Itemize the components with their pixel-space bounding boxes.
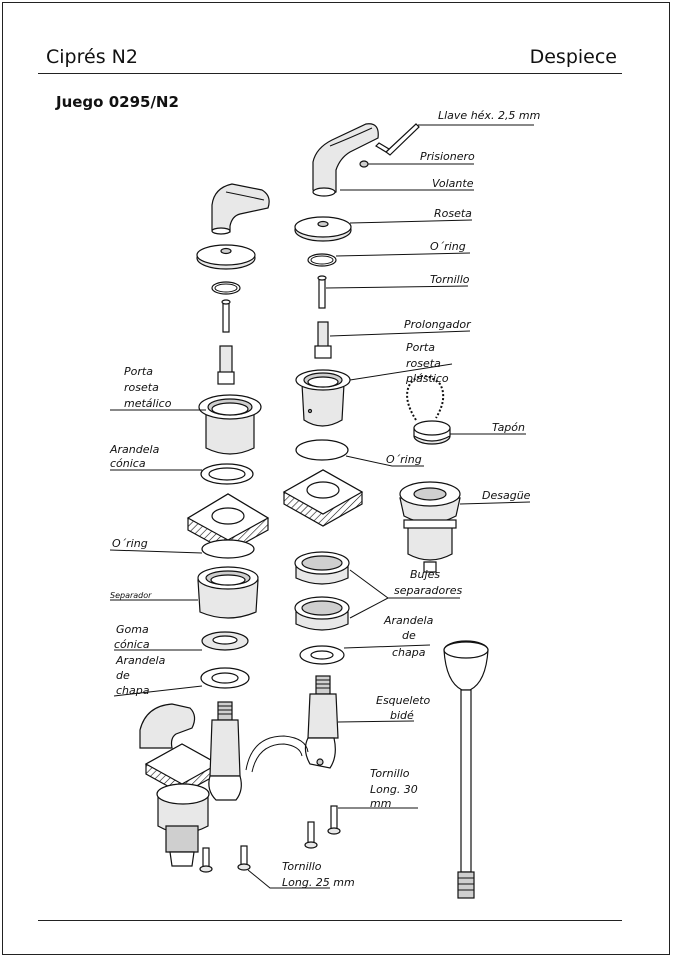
- separator-part: [197, 566, 259, 619]
- leader-lines: [109, 124, 534, 889]
- label-sheet-washer-left-1: Arandela: [115, 654, 166, 667]
- right-square-plate-part: [282, 469, 364, 527]
- label-conical-washer-1: Arandela: [109, 443, 160, 456]
- section-title: Despiece: [529, 46, 617, 68]
- plug-chain-part: [406, 375, 451, 445]
- label-separator: Separador: [110, 591, 152, 600]
- bidet-valve-body-part: [304, 675, 339, 769]
- footer-rule: [38, 920, 622, 921]
- left-extension-part: [217, 345, 235, 385]
- conical-washer-part: [200, 463, 254, 485]
- left-screw-part: [221, 299, 231, 333]
- label-screw: Tornillo: [430, 273, 470, 286]
- right-sheet-washer-part: [299, 645, 345, 665]
- set-screw-part: [359, 160, 369, 168]
- label-hex-key: Llave héx. 2,5 mm: [438, 109, 540, 122]
- label-bushings-2: separadores: [394, 584, 462, 597]
- label-oring-top: O´ring: [430, 240, 466, 253]
- label-sheet-washer-right-1: Arandela: [383, 614, 434, 627]
- label-screw30-2: Long. 30: [370, 783, 418, 796]
- right-oring-part: [295, 439, 349, 461]
- label-sheet-washer-right-2: de: [402, 629, 416, 642]
- label-rubber-1: Goma: [116, 623, 149, 636]
- label-sheet-washer-left-2: de: [116, 669, 130, 682]
- document-title: Ciprés N2: [46, 46, 138, 68]
- label-drain: Desagüe: [482, 489, 531, 502]
- left-roseta-part: [196, 244, 256, 270]
- left-handle-part: [211, 183, 270, 235]
- metal-rosette-holder-part: [198, 394, 262, 455]
- label-valve-body-2: bidé: [390, 709, 414, 722]
- label-metal-holder-1: Porta: [124, 365, 153, 378]
- connecting-hose-part: [245, 735, 309, 771]
- assembled-valve-part: [139, 701, 242, 867]
- screw-25mm-right-part: [237, 845, 251, 871]
- label-handle: Volante: [432, 177, 474, 190]
- label-screw30-1: Tornillo: [370, 767, 410, 780]
- assembly-code: Juego 0295/N2: [56, 93, 179, 111]
- screw-30mm-left-part: [304, 821, 318, 849]
- label-plug: Tapón: [492, 421, 525, 434]
- spacer-bushing-1-part: [294, 551, 350, 585]
- label-plastic-holder-3: plástico: [405, 372, 449, 385]
- label-oring-left: O´ring: [112, 537, 148, 550]
- screw-30mm-right-part: [327, 805, 341, 835]
- drain-part: [399, 481, 461, 573]
- right-screw-part: [317, 275, 327, 309]
- label-metal-holder-2: roseta: [124, 381, 159, 394]
- label-sheet-washer-right-3: chapa: [392, 646, 426, 659]
- right-handle-part: [312, 123, 379, 197]
- spacer-bushing-2-part: [294, 596, 350, 631]
- label-bushings-1: Bujes: [410, 568, 440, 581]
- plastic-rosette-holder-part: [295, 369, 351, 427]
- label-screw25-1: Tornillo: [282, 860, 322, 873]
- label-conical-washer-2: cónica: [110, 457, 146, 470]
- right-roseta-part: [294, 216, 352, 242]
- label-plastic-holder-1: Porta: [406, 341, 435, 354]
- conical-rubber-part: [201, 631, 249, 651]
- left-sheet-washer-part: [200, 667, 250, 689]
- label-valve-body-1: Esqueleto: [376, 694, 431, 707]
- right-extension-part: [314, 321, 332, 359]
- label-set-screw: Prisionero: [420, 150, 475, 163]
- screw-25mm-left-part: [199, 847, 213, 873]
- drain-rod-part: [443, 640, 489, 899]
- part-labels: Llave héx. 2,5 mm Prisionero Volante Ros…: [109, 109, 540, 889]
- hex-key-part: [375, 123, 420, 156]
- label-rosette: Roseta: [434, 207, 472, 220]
- label-extension: Prolongador: [404, 318, 472, 331]
- left-square-plate-part: [186, 493, 270, 553]
- header-rule: [38, 73, 622, 74]
- label-metal-holder-3: metálico: [124, 397, 172, 410]
- label-sheet-washer-left-3: chapa: [116, 684, 150, 697]
- left-oring-part: [201, 539, 255, 559]
- label-oring-middle: O´ring: [386, 453, 422, 466]
- label-screw25-2: Long. 25 mm: [282, 876, 355, 889]
- label-screw30-3: mm: [370, 797, 391, 810]
- label-plastic-holder-2: roseta: [406, 357, 441, 370]
- label-rubber-2: cónica: [114, 638, 150, 651]
